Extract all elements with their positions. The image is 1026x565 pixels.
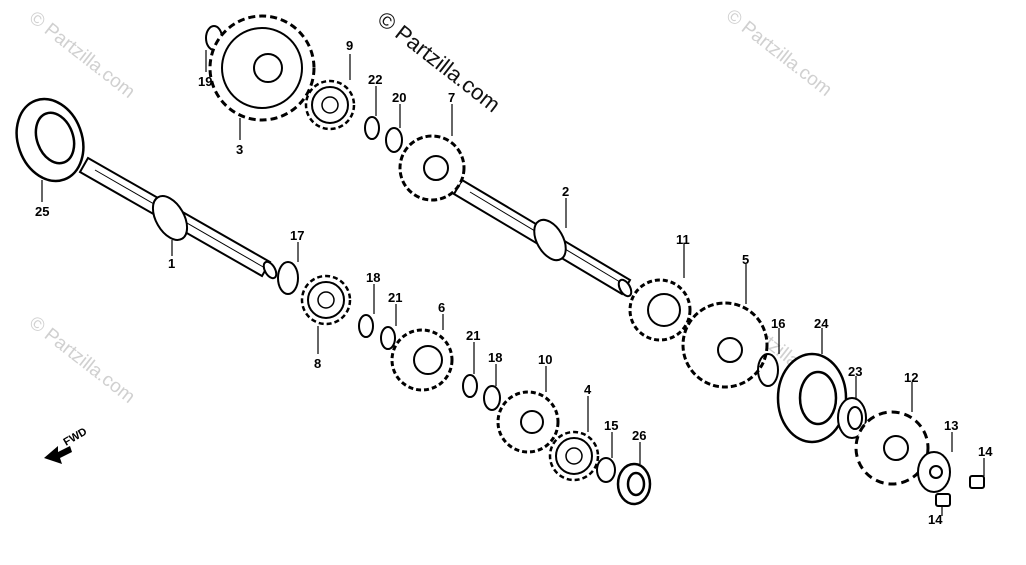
callout-18-a: 18 xyxy=(366,270,380,285)
callout-24: 24 xyxy=(814,316,829,331)
callout-20: 20 xyxy=(392,90,406,105)
gear-8 xyxy=(300,274,352,326)
washer-17 xyxy=(277,261,299,295)
bearing-26 xyxy=(616,462,652,506)
callout-4: 4 xyxy=(584,382,592,397)
washer-18-b xyxy=(483,385,501,411)
callout-11: 11 xyxy=(676,232,690,247)
callout-22: 22 xyxy=(368,72,382,87)
callout-8: 8 xyxy=(314,356,321,371)
washer-20 xyxy=(385,127,403,153)
circlip-21-a xyxy=(380,326,396,350)
gear-6 xyxy=(390,328,454,392)
callout-16: 16 xyxy=(771,316,785,331)
callout-23: 23 xyxy=(848,364,862,379)
leader-lines xyxy=(41,50,985,516)
callout-21-a: 21 xyxy=(388,290,402,305)
callout-3: 3 xyxy=(236,142,243,157)
mainshaft-1 xyxy=(78,156,278,280)
bolt-14-b xyxy=(935,493,951,507)
faint-watermark: © Partzilla.com xyxy=(25,312,139,407)
drive-sprocket-12 xyxy=(854,410,930,486)
callout-5: 5 xyxy=(742,252,749,267)
callout-25: 25 xyxy=(35,204,49,219)
faint-watermark: © Partzilla.com xyxy=(722,5,836,100)
callout-17: 17 xyxy=(290,228,304,243)
callout-26: 26 xyxy=(632,428,646,443)
gear-10 xyxy=(496,390,560,454)
callout-18-b: 18 xyxy=(488,350,502,365)
bolt-14-a xyxy=(969,475,985,489)
callout-9: 9 xyxy=(346,38,353,53)
callout-7: 7 xyxy=(448,90,455,105)
circlip-18-a xyxy=(358,314,374,338)
callout-21-b: 21 xyxy=(466,328,480,343)
fwd-arrow-icon xyxy=(44,446,72,464)
callout-2: 2 xyxy=(562,184,569,199)
callout-10: 10 xyxy=(538,352,552,367)
washer-16 xyxy=(757,353,779,387)
gear-11 xyxy=(628,278,692,342)
gear-4 xyxy=(548,430,600,482)
callout-14-b: 14 xyxy=(928,512,943,527)
callout-14-a: 14 xyxy=(978,444,993,459)
bearing-25 xyxy=(15,97,85,183)
bearing-24 xyxy=(776,352,848,444)
callout-12: 12 xyxy=(904,370,918,385)
faint-watermark: © Partzilla.com xyxy=(25,7,139,102)
callout-6: 6 xyxy=(438,300,445,315)
circlip-22 xyxy=(364,116,380,140)
fwd-label: FWD xyxy=(62,426,90,449)
washer-15 xyxy=(596,457,616,483)
circlip-21-b xyxy=(462,374,478,398)
callout-1: 1 xyxy=(168,256,175,271)
gear-9 xyxy=(304,79,356,131)
gear-5 xyxy=(681,301,769,389)
oil-seal-23 xyxy=(837,397,867,439)
fixing-plate-13 xyxy=(917,451,951,493)
gear-3 xyxy=(208,14,316,122)
countershaft-2 xyxy=(452,178,633,298)
callout-13: 13 xyxy=(944,418,958,433)
gear-7 xyxy=(398,134,466,202)
forward-direction-indicator: FWD xyxy=(44,426,89,464)
callout-15: 15 xyxy=(604,418,618,433)
callout-19: 19 xyxy=(198,74,212,89)
